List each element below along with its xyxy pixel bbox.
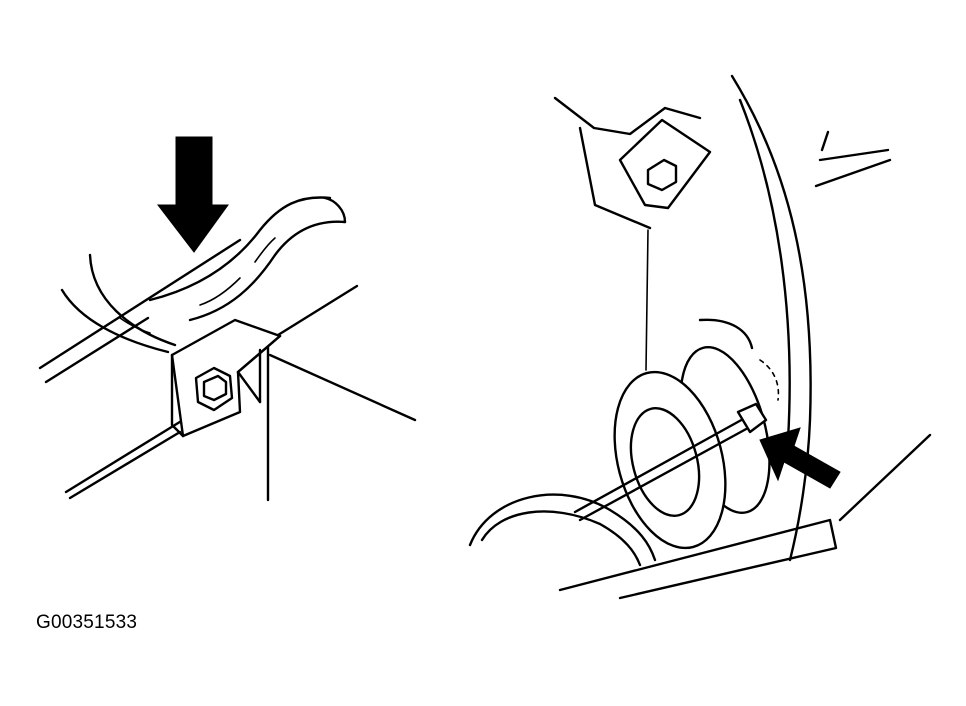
down-arrow-icon: [156, 136, 229, 253]
upper-bracket: [553, 96, 712, 371]
diagonal-arrow-icon: [759, 427, 841, 489]
figure-id-label: G00351533: [36, 612, 138, 633]
left-panel-bracket-view: [38, 136, 417, 502]
body-panel: [558, 74, 932, 600]
frame-rail: [38, 238, 417, 502]
exhaust-pipe: [468, 493, 657, 567]
strap: [60, 196, 347, 354]
hanger-rod: [573, 402, 768, 522]
rubber-isolator: [613, 318, 780, 550]
bracket-bolt: [194, 366, 234, 412]
right-panel-hanger-view: [468, 74, 932, 600]
